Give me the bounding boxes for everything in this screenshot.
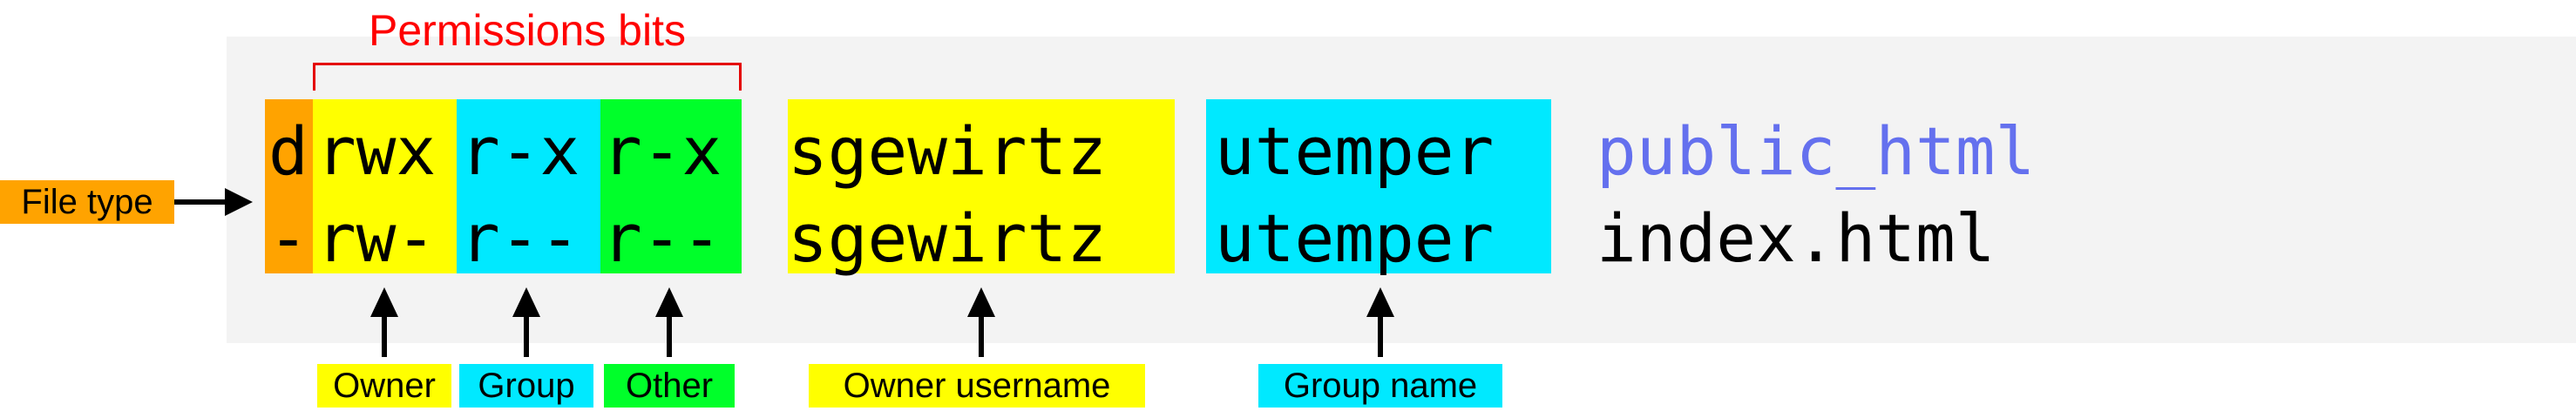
other-arrowhead (655, 287, 683, 317)
owner-username: sgewirtz (788, 112, 1108, 190)
other-perms-column-bg (600, 99, 742, 273)
group-permissions: r-- (460, 199, 580, 277)
group-label: Group (459, 364, 593, 408)
other-label: Other (604, 364, 735, 408)
owner-username: sgewirtz (788, 199, 1108, 277)
owner-username-column-bg (788, 99, 1175, 273)
file-name: public_html (1596, 112, 2036, 190)
owner-username-arrowhead (967, 287, 995, 317)
owner-label: Owner (317, 364, 451, 408)
file-type-column-bg (265, 99, 313, 273)
permissions-bits-title: Permissions bits (369, 6, 686, 55)
group-name-label: Group name (1258, 364, 1502, 408)
owner-permissions: rw- (316, 199, 437, 277)
group-permissions: r-x (460, 112, 580, 190)
group-name: utemper (1215, 199, 1495, 277)
owner-perms-column-bg (313, 99, 457, 273)
other-permissions: r-x (602, 112, 722, 190)
group-perms-column-bg (457, 99, 600, 273)
owner-permissions: rwx (316, 112, 437, 190)
file-name: index.html (1596, 199, 1996, 277)
file-type-char: - (268, 199, 308, 277)
file-type-char: d (268, 112, 308, 190)
owner-username-label: Owner username (809, 364, 1145, 408)
file-type-label: File type (0, 180, 174, 224)
file-type-arrowhead (225, 188, 253, 216)
group-name: utemper (1215, 112, 1495, 190)
group-name-column-bg (1206, 99, 1551, 273)
group-arrowhead (512, 287, 540, 317)
other-permissions: r-- (602, 199, 722, 277)
owner-arrowhead (370, 287, 398, 317)
group-name-arrowhead (1366, 287, 1394, 317)
permissions-bracket (313, 63, 742, 91)
